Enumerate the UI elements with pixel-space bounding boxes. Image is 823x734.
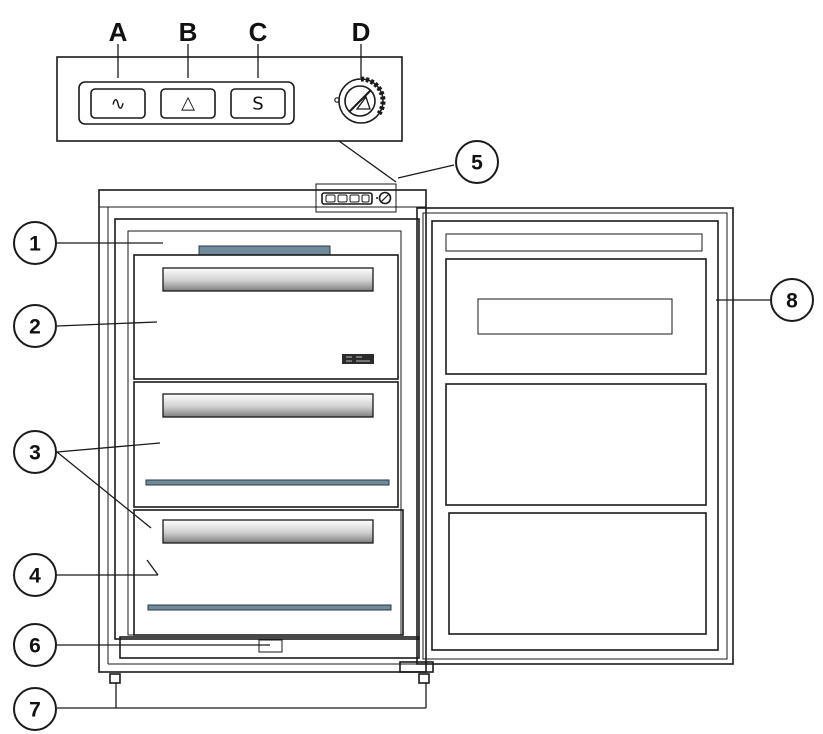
callout-3 — [13, 430, 57, 474]
label-b: B — [179, 17, 198, 47]
callout-8-number: 8 — [786, 290, 798, 313]
callout-7 — [13, 687, 57, 731]
door-outer — [416, 207, 734, 665]
freezer-door[interactable] — [399, 207, 734, 673]
button-b-symbol: △ — [181, 93, 195, 114]
callout-2-number: 2 — [29, 316, 41, 339]
label-a: A — [109, 17, 128, 47]
drain-channel — [258, 639, 283, 653]
control-panel-frame — [56, 56, 403, 142]
cabinet-outer — [98, 189, 427, 673]
callout-8 — [770, 278, 814, 322]
door-panel-bottom — [448, 512, 707, 635]
callout-6 — [13, 623, 57, 667]
callout-7-number: 7 — [29, 699, 41, 722]
freezer-drawer-middle[interactable] — [133, 381, 399, 508]
cabinet-inner-frame — [114, 218, 420, 640]
freezer-cabinet — [98, 183, 430, 684]
freezer-drawer-bottom[interactable] — [133, 509, 404, 636]
callout-5 — [455, 140, 499, 184]
door-seal — [422, 212, 728, 660]
button-group-frame — [78, 81, 295, 125]
drawer-top-handle[interactable] — [162, 267, 374, 292]
label-d: D — [352, 17, 371, 47]
callouts: 1 2 3 4 5 6 7 8 — [13, 140, 814, 731]
button-c[interactable] — [230, 88, 286, 119]
shelf-bar-middle — [145, 479, 390, 486]
cabinet-plinth — [119, 636, 420, 659]
door-liner — [431, 220, 719, 651]
button-b[interactable] — [160, 88, 216, 119]
adjustable-foot-right — [418, 673, 430, 684]
door-panel-middle — [445, 383, 707, 506]
leader-panel-zoom — [338, 140, 397, 183]
callout-4 — [13, 553, 57, 597]
drawer-middle-handle[interactable] — [162, 393, 374, 418]
adjustable-foot-left — [109, 673, 121, 684]
callout-4-number: 4 — [29, 565, 41, 588]
freezer-drawer-top[interactable] — [133, 254, 399, 380]
callout-1 — [13, 221, 57, 265]
door-hinge-bottom — [399, 661, 434, 673]
door-panel-top — [445, 258, 707, 375]
callout-3-number: 3 — [29, 442, 41, 465]
control-panel-detail: ∿ △ S A B C D — [56, 17, 403, 142]
callout-5-number: 5 — [471, 152, 483, 175]
button-c-symbol: S — [252, 94, 263, 115]
callout-1-number: 1 — [29, 233, 41, 256]
callout-6-number: 6 — [29, 635, 41, 658]
drawer-bottom-handle[interactable] — [162, 519, 374, 544]
door-panel-top-slot — [477, 298, 673, 335]
button-a[interactable] — [90, 88, 146, 119]
fast-freeze-flap-bar — [198, 245, 331, 256]
shelf-bar-bottom — [147, 604, 392, 611]
label-c: C — [249, 17, 268, 47]
cabinet-control-panel — [315, 183, 397, 213]
thermostat-knob[interactable] — [334, 76, 386, 124]
button-a-symbol: ∿ — [110, 94, 125, 115]
drawer-top-label — [342, 354, 374, 364]
callout-2 — [13, 304, 57, 348]
